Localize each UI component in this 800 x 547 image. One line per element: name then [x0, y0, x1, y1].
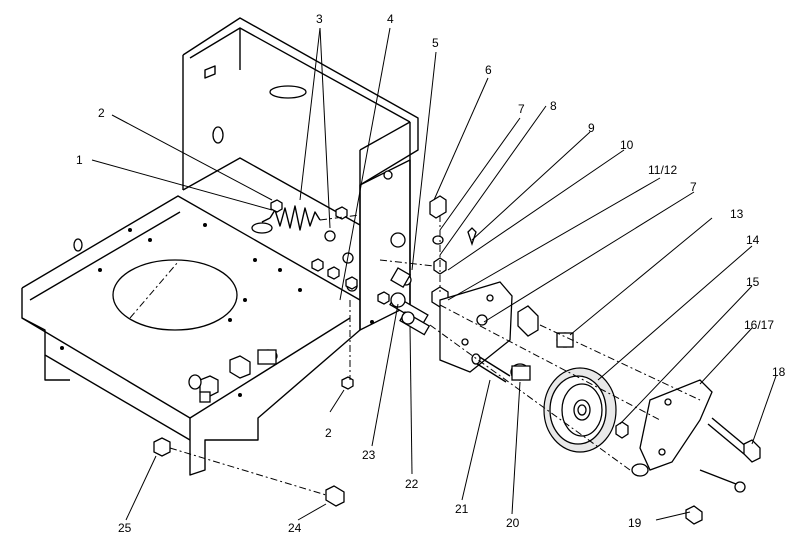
leader-lines	[91, 27, 777, 521]
callout-labels: 1 2 2 3 4 5 6 7 7 8 9 10 11/12 13 14 15 …	[76, 12, 786, 535]
callout-5: 5	[432, 36, 439, 50]
callout-11-12: 11/12	[648, 163, 677, 177]
callout-10: 10	[620, 138, 634, 152]
explode-lines	[169, 214, 701, 496]
spacers	[510, 305, 574, 381]
callout-19: 19	[628, 516, 642, 530]
callout-2-lower: 2	[325, 426, 332, 440]
callout-25: 25	[118, 521, 132, 535]
callout-13: 13	[730, 207, 744, 221]
frame-front-hardware	[188, 355, 251, 403]
callout-14: 14	[746, 233, 760, 247]
callout-16-17: 16/17	[744, 318, 774, 332]
callout-8: 8	[550, 99, 557, 113]
callout-6: 6	[485, 63, 492, 77]
nut-15	[615, 421, 629, 439]
belt-guide	[631, 379, 713, 477]
callout-18: 18	[772, 365, 786, 379]
nuts-washers	[270, 199, 390, 390]
bolt-24	[325, 485, 345, 507]
callout-4: 4	[387, 12, 394, 26]
callout-1: 1	[76, 153, 83, 167]
bolt-21	[471, 353, 511, 383]
idler-pulley	[543, 367, 617, 453]
callout-23: 23	[362, 448, 376, 462]
frame-main-deck	[21, 195, 361, 476]
callout-21: 21	[455, 502, 469, 516]
callout-24: 24	[288, 521, 302, 535]
callout-20: 20	[506, 516, 520, 530]
idler-bracket	[439, 281, 513, 373]
bolts-through-plate	[389, 232, 431, 336]
nut-25	[153, 437, 171, 457]
callout-7-lower: 7	[690, 180, 697, 194]
callout-2-upper: 2	[98, 106, 105, 120]
bolt-18	[707, 417, 761, 463]
bolt-lower	[685, 469, 746, 525]
callout-22: 22	[405, 477, 419, 491]
callout-15: 15	[746, 275, 760, 289]
callout-7-upper: 7	[518, 102, 525, 116]
callout-3: 3	[316, 12, 323, 26]
callout-9: 9	[588, 121, 595, 135]
